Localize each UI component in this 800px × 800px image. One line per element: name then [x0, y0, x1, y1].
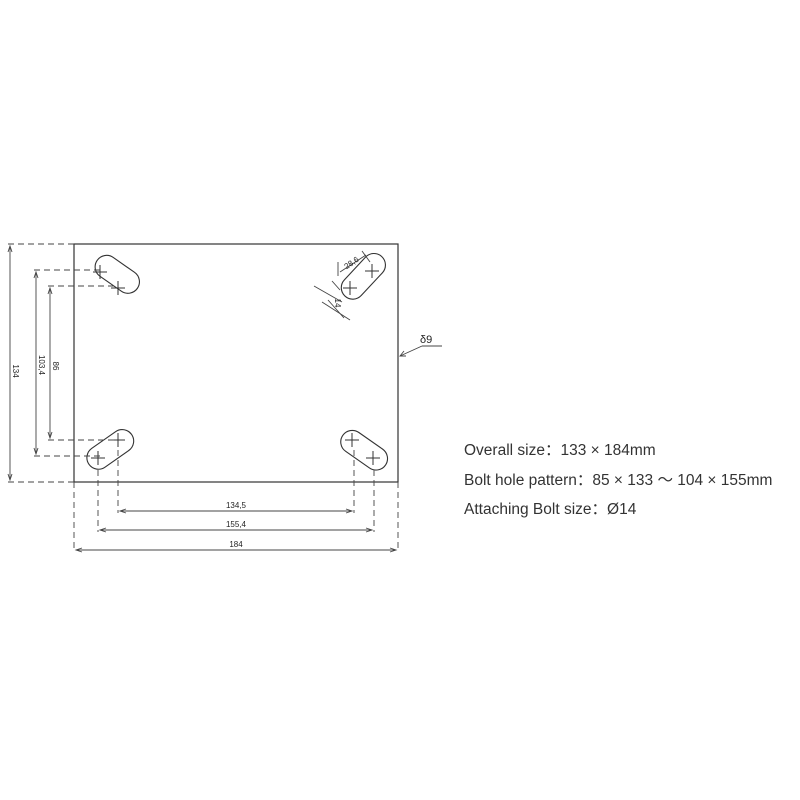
specifications: Overall size：133 × 184mm Bolt hole patte…: [464, 436, 772, 525]
dimension-label-134-5: 134,5: [226, 501, 247, 510]
slot-top-right: [340, 252, 386, 300]
dimension-slot-width: 14: [313, 280, 351, 321]
dimension-height-slot-outer: 103,4: [33, 270, 46, 456]
dimension-slot-length: 28,6: [337, 250, 371, 276]
dimension-height-slot-inner: 86: [47, 286, 60, 440]
plate-outline: [73, 243, 399, 483]
dimension-height-overall: 134: [7, 244, 20, 482]
bolt-hole-pattern-text: Bolt hole pattern：85 × 133 ～ 104 × 155mm: [464, 471, 773, 489]
dimension-label-86: 86: [51, 362, 60, 371]
thickness-leader: δ9: [399, 334, 442, 357]
bottom-extension-lines: [73, 450, 399, 552]
dimension-width-overall: 184: [74, 540, 398, 553]
left-extension-lines: [8, 243, 118, 483]
dimension-label-14: 14: [333, 299, 342, 308]
slot-top-left: [93, 254, 140, 295]
dimension-label-184: 184: [229, 540, 243, 549]
dimension-label-103-4: 103,4: [37, 355, 46, 376]
slot-bottom-left: [86, 429, 135, 470]
dimension-width-slot-outer: 155,4: [98, 520, 374, 533]
slot-bottom-right: [340, 429, 389, 471]
overall-size-text: Overall size：133 × 184mm: [464, 442, 656, 459]
dimension-label-134: 134: [11, 364, 20, 378]
attaching-bolt-size-text: Attaching Bolt size：Ø14: [464, 501, 637, 518]
thickness-label: δ9: [420, 334, 432, 346]
dimension-width-slot-inner: 134,5: [118, 501, 354, 514]
dimension-label-28-6: 28,6: [343, 255, 361, 271]
dimension-label-155-4: 155,4: [226, 520, 247, 529]
